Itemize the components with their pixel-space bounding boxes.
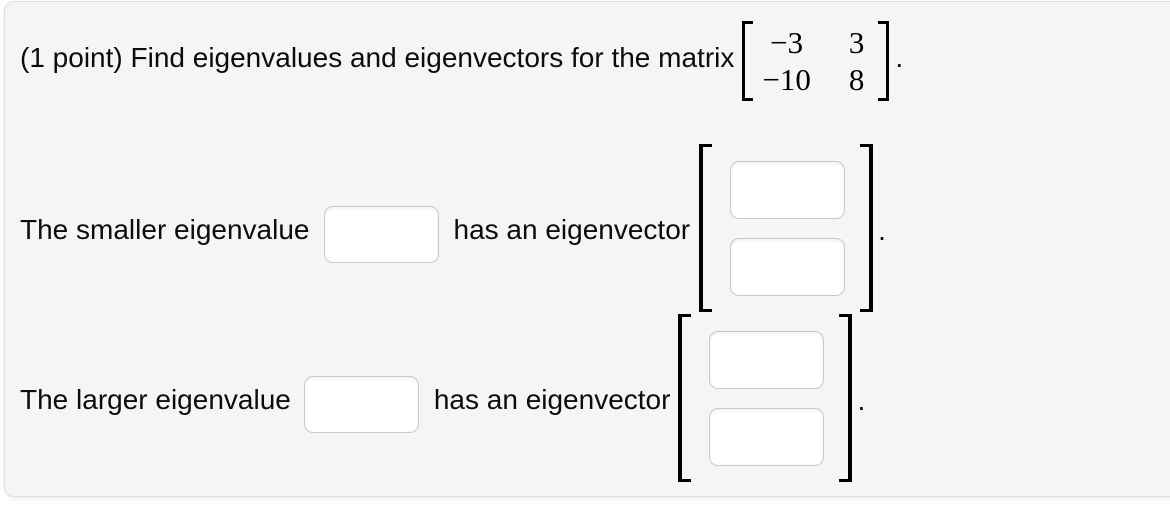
sentence-period: . [878,215,886,246]
problem-intro-text: (1 point) Find eigenvalues and eigenvect… [20,42,735,73]
smaller-connector-text: has an eigenvector [453,214,691,245]
problem-statement: (1 point) Find eigenvalues and eigenvect… [20,21,1170,101]
problem-card: (1 point) Find eigenvalues and eigenvect… [4,1,1170,497]
matrix-cell-1-2: 3 [848,25,865,60]
larger-connector-text: has an eigenvector [433,384,671,415]
smaller-eigenvalue-input[interactable] [323,205,439,263]
larger-eigenvector [678,314,853,482]
smaller-eigenvalue-row: The smaller eigenvalue has an eigenvecto… [20,144,1170,312]
smaller-eigenvector-input-1[interactable] [730,160,846,219]
vector-left-bracket-icon [678,314,692,482]
vector-right-bracket-icon [839,314,853,482]
larger-eigenvalue-label: The larger eigenvalue [20,384,291,415]
smaller-eigenvector-input-2[interactable] [730,237,846,296]
smaller-eigenvector [699,144,874,312]
matrix-left-bracket-icon [742,21,754,101]
larger-eigenvector-entries [691,330,839,466]
sentence-period: . [895,42,904,73]
matrix-entries: −3 3 −10 8 [753,21,878,101]
vector-right-bracket-icon [860,144,874,312]
smaller-eigenvector-entries [712,160,860,296]
coefficient-matrix: −3 3 −10 8 [742,21,890,101]
matrix-cell-2-1: −10 [762,62,811,97]
larger-eigenvalue-row: The larger eigenvalue has an eigenvector… [20,314,1170,482]
matrix-cell-1-1: −3 [770,25,804,60]
sentence-period: . [857,385,866,416]
matrix-right-bracket-icon [878,21,890,101]
larger-eigenvalue-input[interactable] [303,375,419,433]
larger-eigenvector-input-2[interactable] [709,407,825,466]
vector-left-bracket-icon [699,144,713,312]
matrix-cell-2-2: 8 [848,62,865,97]
smaller-eigenvalue-label: The smaller eigenvalue [20,214,310,245]
larger-eigenvector-input-1[interactable] [709,330,825,389]
